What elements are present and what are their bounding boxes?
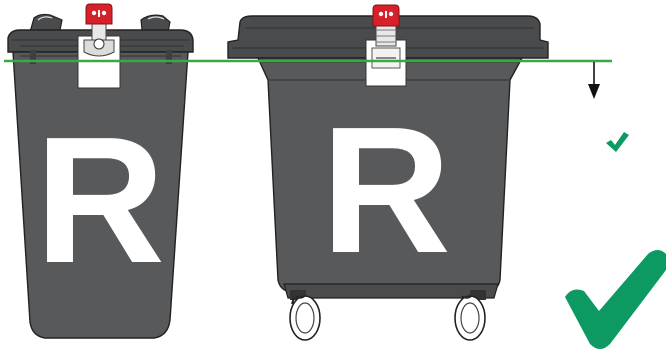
arrow-down-icon — [588, 62, 600, 99]
small-bin-letter: R — [35, 100, 165, 301]
large-bin: R — [228, 5, 548, 340]
small-checkmark-icon — [606, 132, 629, 152]
large-checkmark-icon — [565, 250, 666, 349]
small-bin-lock — [78, 4, 120, 88]
large-bin-letter: R — [321, 90, 451, 291]
small-bin: R — [8, 4, 193, 338]
